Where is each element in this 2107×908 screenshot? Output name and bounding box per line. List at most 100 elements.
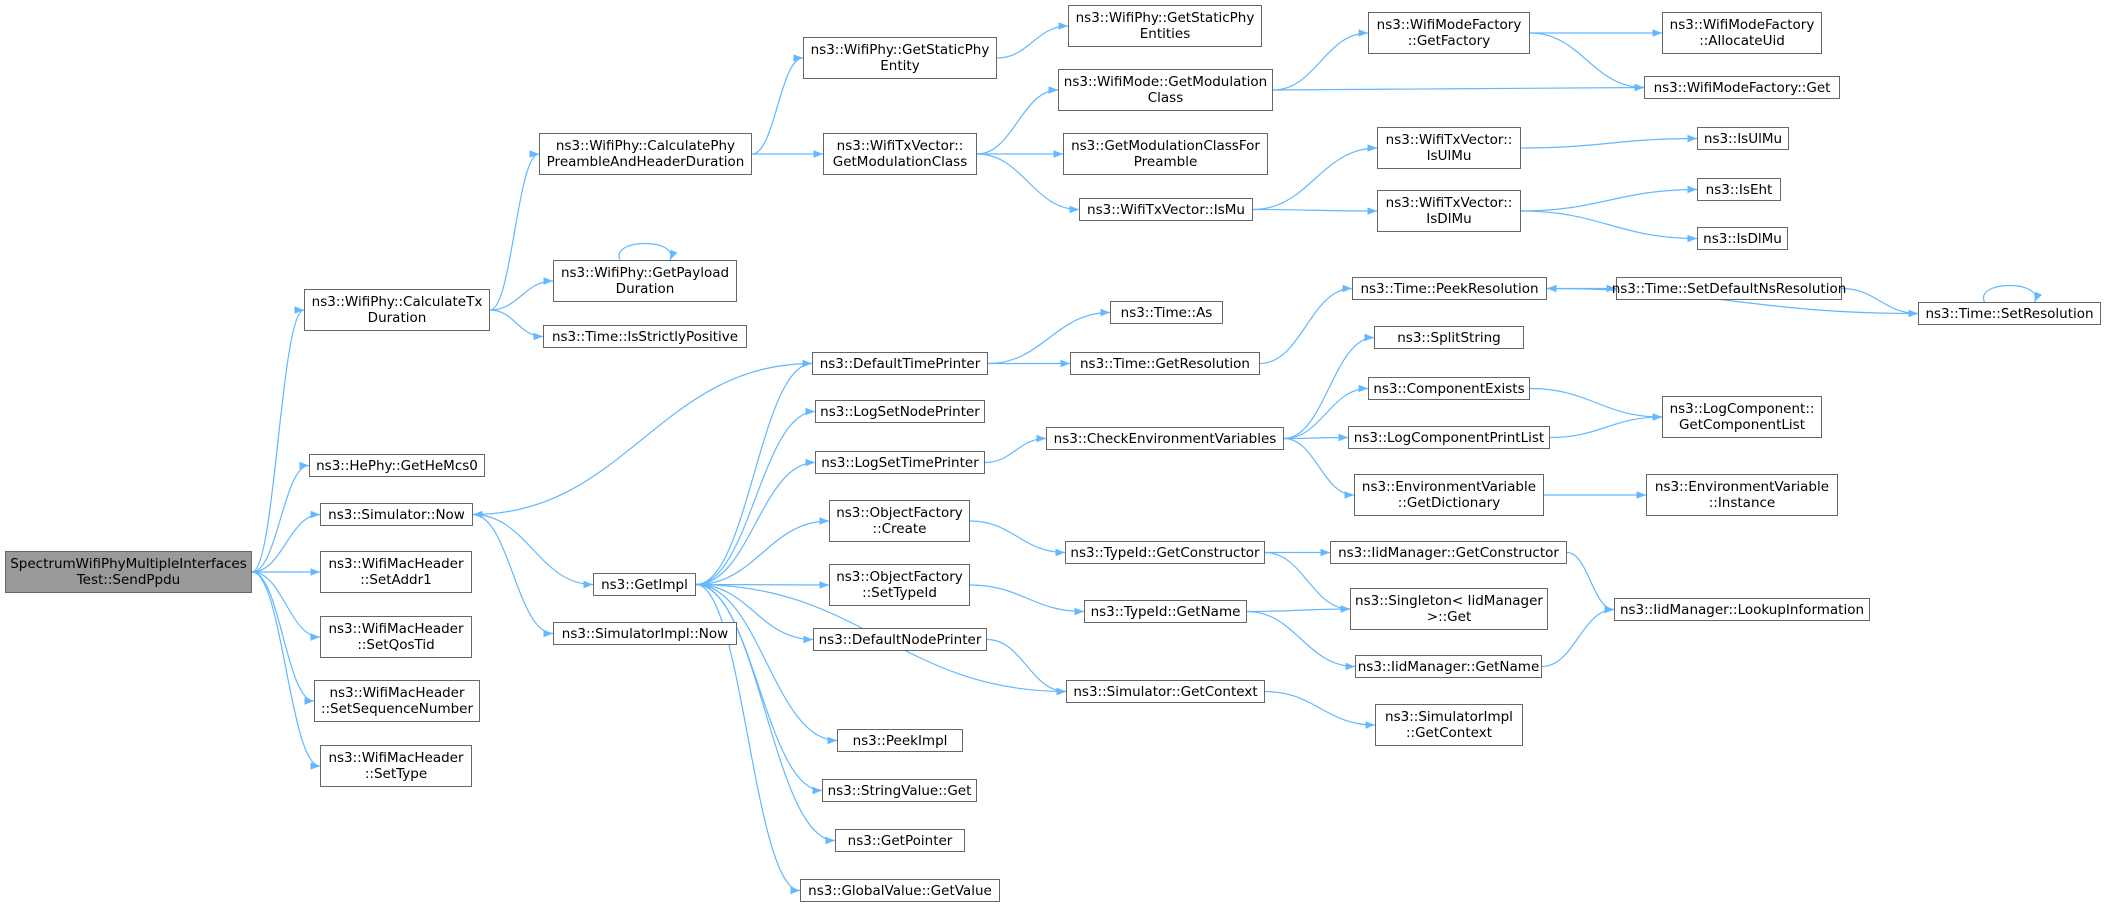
node-iid-get-ctor[interactable]: ns3::IidManager::GetConstructor <box>1330 541 1567 564</box>
edge-defTimePrinter-to-simNow <box>472 362 813 519</box>
edge-getImpl-to-defTimePrinter <box>695 359 813 586</box>
node-get-he-mcs0[interactable]: ns3::HePhy::GetHeMcs0 <box>309 454 485 477</box>
node-peek-res[interactable]: ns3::Time::PeekResolution <box>1352 277 1547 300</box>
edge-typeGetName-to-iidGetName <box>1246 610 1356 671</box>
edge-setRes-to-peekRes <box>1546 284 1919 315</box>
node-type-get-name[interactable]: ns3::TypeId::GetName <box>1084 600 1247 623</box>
node-iid-lookup[interactable]: ns3::IidManager::LookupInformation <box>1614 598 1870 621</box>
edge-logCompPrint-to-logCompGetList <box>1549 413 1663 439</box>
node-split-string[interactable]: ns3::SplitString <box>1374 326 1524 349</box>
node-env-instance[interactable]: ns3::EnvironmentVariable ::Instance <box>1646 474 1838 516</box>
node-set-def-ns-res[interactable]: ns3::Time::SetDefaultNsResolution <box>1612 277 1846 300</box>
edge-getImpl-to-globalGetValue <box>695 583 801 895</box>
edge-defNodePrinter-to-simGetCtx <box>986 638 1067 696</box>
node-is-mu[interactable]: ns3::WifiTxVector::IsMu <box>1079 198 1253 221</box>
node-wmf-get-factory[interactable]: ns3::WifiModeFactory ::GetFactory <box>1368 12 1530 54</box>
edge-getModClassTx-to-isMu <box>976 153 1080 214</box>
edge-setRes-to-setRes <box>1983 285 2042 303</box>
node-iid-get-name[interactable]: ns3::IidManager::GetName <box>1355 655 1542 678</box>
node-log-comp-get-list[interactable]: ns3::LogComponent:: GetComponentList <box>1662 396 1822 438</box>
node-sim-impl-now[interactable]: ns3::SimulatorImpl::Now <box>553 622 737 645</box>
node-label: ns3::WifiMacHeader ::SetQosTid <box>328 621 464 653</box>
node-set-qos-tid[interactable]: ns3::WifiMacHeader ::SetQosTid <box>320 616 472 658</box>
node-label: ns3::PeekImpl <box>852 732 948 749</box>
node-check-env[interactable]: ns3::CheckEnvironmentVariables <box>1046 427 1284 450</box>
node-sim-get-ctx[interactable]: ns3::Simulator::GetContext <box>1066 680 1265 703</box>
node-label: ns3::EnvironmentVariable ::Instance <box>1654 479 1830 511</box>
node-str-val-get[interactable]: ns3::StringValue::Get <box>822 779 977 802</box>
edge-typeGetCtor-to-singletonGet <box>1264 551 1351 613</box>
node-calc-pre[interactable]: ns3::WifiPhy::CalculatePhy PreambleAndHe… <box>539 133 752 175</box>
edge-calcTx-to-calcPre <box>489 150 540 311</box>
node-def-node-printer[interactable]: ns3::DefaultNodePrinter <box>813 628 987 651</box>
edge-iidGetName-to-iidLookup <box>1541 605 1615 668</box>
node-sim-impl-get-ctx[interactable]: ns3::SimulatorImpl ::GetContext <box>1375 704 1523 746</box>
node-time-get-res[interactable]: ns3::Time::GetResolution <box>1070 352 1260 375</box>
node-time-as[interactable]: ns3::Time::As <box>1110 301 1223 324</box>
node-label: ns3::GetImpl <box>601 576 688 593</box>
node-type-get-ctor[interactable]: ns3::TypeId::GetConstructor <box>1065 541 1265 564</box>
node-peek-impl[interactable]: ns3::PeekImpl <box>837 729 963 752</box>
node-get-static-phy2[interactable]: ns3::WifiPhy::GetStaticPhy Entities <box>1068 5 1262 47</box>
node-log-comp-print[interactable]: ns3::LogComponentPrintList <box>1348 426 1550 449</box>
edge-getImpl-to-getPointer <box>695 583 836 845</box>
node-log-set-node[interactable]: ns3::LogSetNodePrinter <box>815 400 985 423</box>
edge-getImpl-to-logSetTime <box>695 458 816 586</box>
edge-checkEnv-to-logCompPrint <box>1283 433 1349 442</box>
node-tx-is-dl-mu[interactable]: ns3::WifiTxVector:: IsDlMu <box>1377 190 1521 232</box>
edge-getStaticPhy1-to-getStaticPhy2 <box>996 22 1069 59</box>
node-wm-get-mod-class[interactable]: ns3::WifiMode::GetModulation Class <box>1058 69 1273 111</box>
node-get-pointer[interactable]: ns3::GetPointer <box>835 829 965 852</box>
node-is-ul-mu[interactable]: ns3::IsUlMu <box>1697 127 1789 150</box>
node-calc-tx[interactable]: ns3::WifiPhy::CalculateTx Duration <box>304 289 490 331</box>
node-wmf-get[interactable]: ns3::WifiModeFactory::Get <box>1644 76 1840 99</box>
node-env-get-dict[interactable]: ns3::EnvironmentVariable ::GetDictionary <box>1354 474 1544 516</box>
node-set-seq[interactable]: ns3::WifiMacHeader ::SetSequenceNumber <box>314 680 480 722</box>
node-set-addr1[interactable]: ns3::WifiMacHeader ::SetAddr1 <box>320 551 472 593</box>
node-is-dl-mu[interactable]: ns3::IsDlMu <box>1697 227 1788 250</box>
node-sim-now[interactable]: ns3::Simulator::Now <box>320 503 473 526</box>
node-wmf-alloc-uid[interactable]: ns3::WifiModeFactory ::AllocateUid <box>1662 12 1822 54</box>
node-comp-exists[interactable]: ns3::ComponentExists <box>1368 377 1530 400</box>
node-log-set-time[interactable]: ns3::LogSetTimePrinter <box>815 451 985 474</box>
edge-root-to-setSeq <box>251 571 315 705</box>
node-singleton-get[interactable]: ns3::Singleton< IidManager >::Get <box>1350 588 1548 630</box>
edge-getImpl-to-peekImpl <box>695 583 838 745</box>
node-get-mod-class-for[interactable]: ns3::GetModulationClassFor Preamble <box>1063 133 1268 175</box>
edge-calcTx-to-isStrict <box>489 309 544 341</box>
node-label: ns3::ComponentExists <box>1373 380 1525 397</box>
node-get-impl[interactable]: ns3::GetImpl <box>593 573 696 596</box>
node-obj-create[interactable]: ns3::ObjectFactory ::Create <box>829 500 970 542</box>
node-label: ns3::Time::As <box>1120 304 1213 321</box>
node-label: ns3::IidManager::GetConstructor <box>1338 544 1559 561</box>
node-tx-is-ul-mu[interactable]: ns3::WifiTxVector:: IsUlMu <box>1377 127 1521 169</box>
edge-isMu-to-txIsUlMu <box>1252 144 1378 211</box>
node-set-res[interactable]: ns3::Time::SetResolution <box>1918 302 2101 325</box>
node-global-get-value[interactable]: ns3::GlobalValue::GetValue <box>800 879 1000 902</box>
node-label: ns3::LogSetNodePrinter <box>820 403 980 420</box>
node-label: ns3::CheckEnvironmentVariables <box>1053 430 1277 447</box>
node-get-mod-class-tx[interactable]: ns3::WifiTxVector:: GetModulationClass <box>823 133 977 175</box>
node-label: ns3::EnvironmentVariable ::GetDictionary <box>1361 479 1537 511</box>
node-is-strict[interactable]: ns3::Time::IsStrictlyPositive <box>543 325 747 348</box>
edge-setDefNsRes-to-setRes <box>1841 287 1919 318</box>
node-label: ns3::HePhy::GetHeMcs0 <box>316 457 478 474</box>
edge-root-to-setType <box>251 571 321 770</box>
node-label: ns3::IidManager::LookupInformation <box>1619 601 1865 618</box>
node-obj-set-type-id[interactable]: ns3::ObjectFactory ::SetTypeId <box>829 564 970 606</box>
edge-objCreate-to-typeGetCtor <box>969 520 1066 557</box>
node-get-payload[interactable]: ns3::WifiPhy::GetPayload Duration <box>553 260 737 302</box>
node-label: ns3::WifiPhy::GetStaticPhy Entity <box>810 42 990 74</box>
node-is-eht[interactable]: ns3::IsEht <box>1697 178 1781 201</box>
node-label: ns3::SimulatorImpl ::GetContext <box>1385 709 1513 741</box>
node-label: ns3::IsUlMu <box>1703 130 1783 147</box>
node-get-static-phy1[interactable]: ns3::WifiPhy::GetStaticPhy Entity <box>803 37 997 79</box>
edge-root-to-calcTx <box>251 306 305 573</box>
node-label: ns3::Time::IsStrictlyPositive <box>551 328 739 345</box>
node-set-type[interactable]: ns3::WifiMacHeader ::SetType <box>320 745 472 787</box>
edge-root-to-simNow <box>251 510 321 573</box>
node-def-time-printer[interactable]: ns3::DefaultTimePrinter <box>812 352 988 375</box>
node-label: ns3::SimulatorImpl::Now <box>561 625 729 642</box>
edge-getImpl-to-logSetNode <box>695 407 816 586</box>
